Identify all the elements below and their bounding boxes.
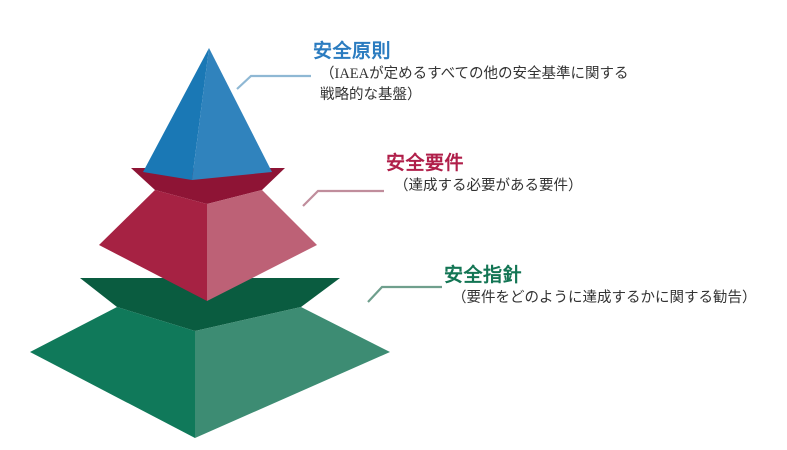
middle-top-face — [131, 168, 285, 204]
label-safety-principles[interactable]: 安全原則 （IAEAが定めるすべての他の安全基準に関する 戦略的な基盤） — [313, 40, 629, 106]
label-principles-desc-line1: （IAEAが定めるすべての他の安全基準に関する — [320, 66, 629, 82]
label-principles-desc-line2: 戦略的な基盤） — [320, 87, 422, 103]
apex-right-face — [192, 48, 272, 180]
base-right-face — [195, 307, 390, 438]
label-guides-title: 安全指針 — [444, 265, 523, 286]
label-principles-title: 安全原則 — [313, 41, 392, 62]
base-top-face — [80, 278, 340, 331]
label-requirements-desc-line1: （達成する必要がある要件） — [394, 178, 583, 194]
connector-line-principles — [236, 74, 311, 90]
label-safety-guides[interactable]: 安全指針 （要件をどのように達成するかに関する勧告） — [444, 264, 757, 309]
pyramid-level-guides[interactable] — [30, 278, 390, 438]
connector-line-guides — [367, 285, 442, 303]
apex-left-face — [143, 48, 209, 180]
base-left-face — [30, 307, 195, 438]
middle-left-face — [99, 190, 207, 301]
label-requirements-title: 安全要件 — [386, 153, 465, 174]
label-guides-desc-line1: （要件をどのように達成するかに関する勧告） — [452, 290, 757, 306]
label-safety-requirements[interactable]: 安全要件 （達成する必要がある要件） — [386, 152, 583, 197]
pyramid-level-requirements[interactable] — [99, 168, 317, 301]
pyramid-level-principles[interactable] — [143, 48, 272, 180]
middle-right-face — [207, 190, 317, 301]
connector-line-requirements — [302, 189, 384, 207]
